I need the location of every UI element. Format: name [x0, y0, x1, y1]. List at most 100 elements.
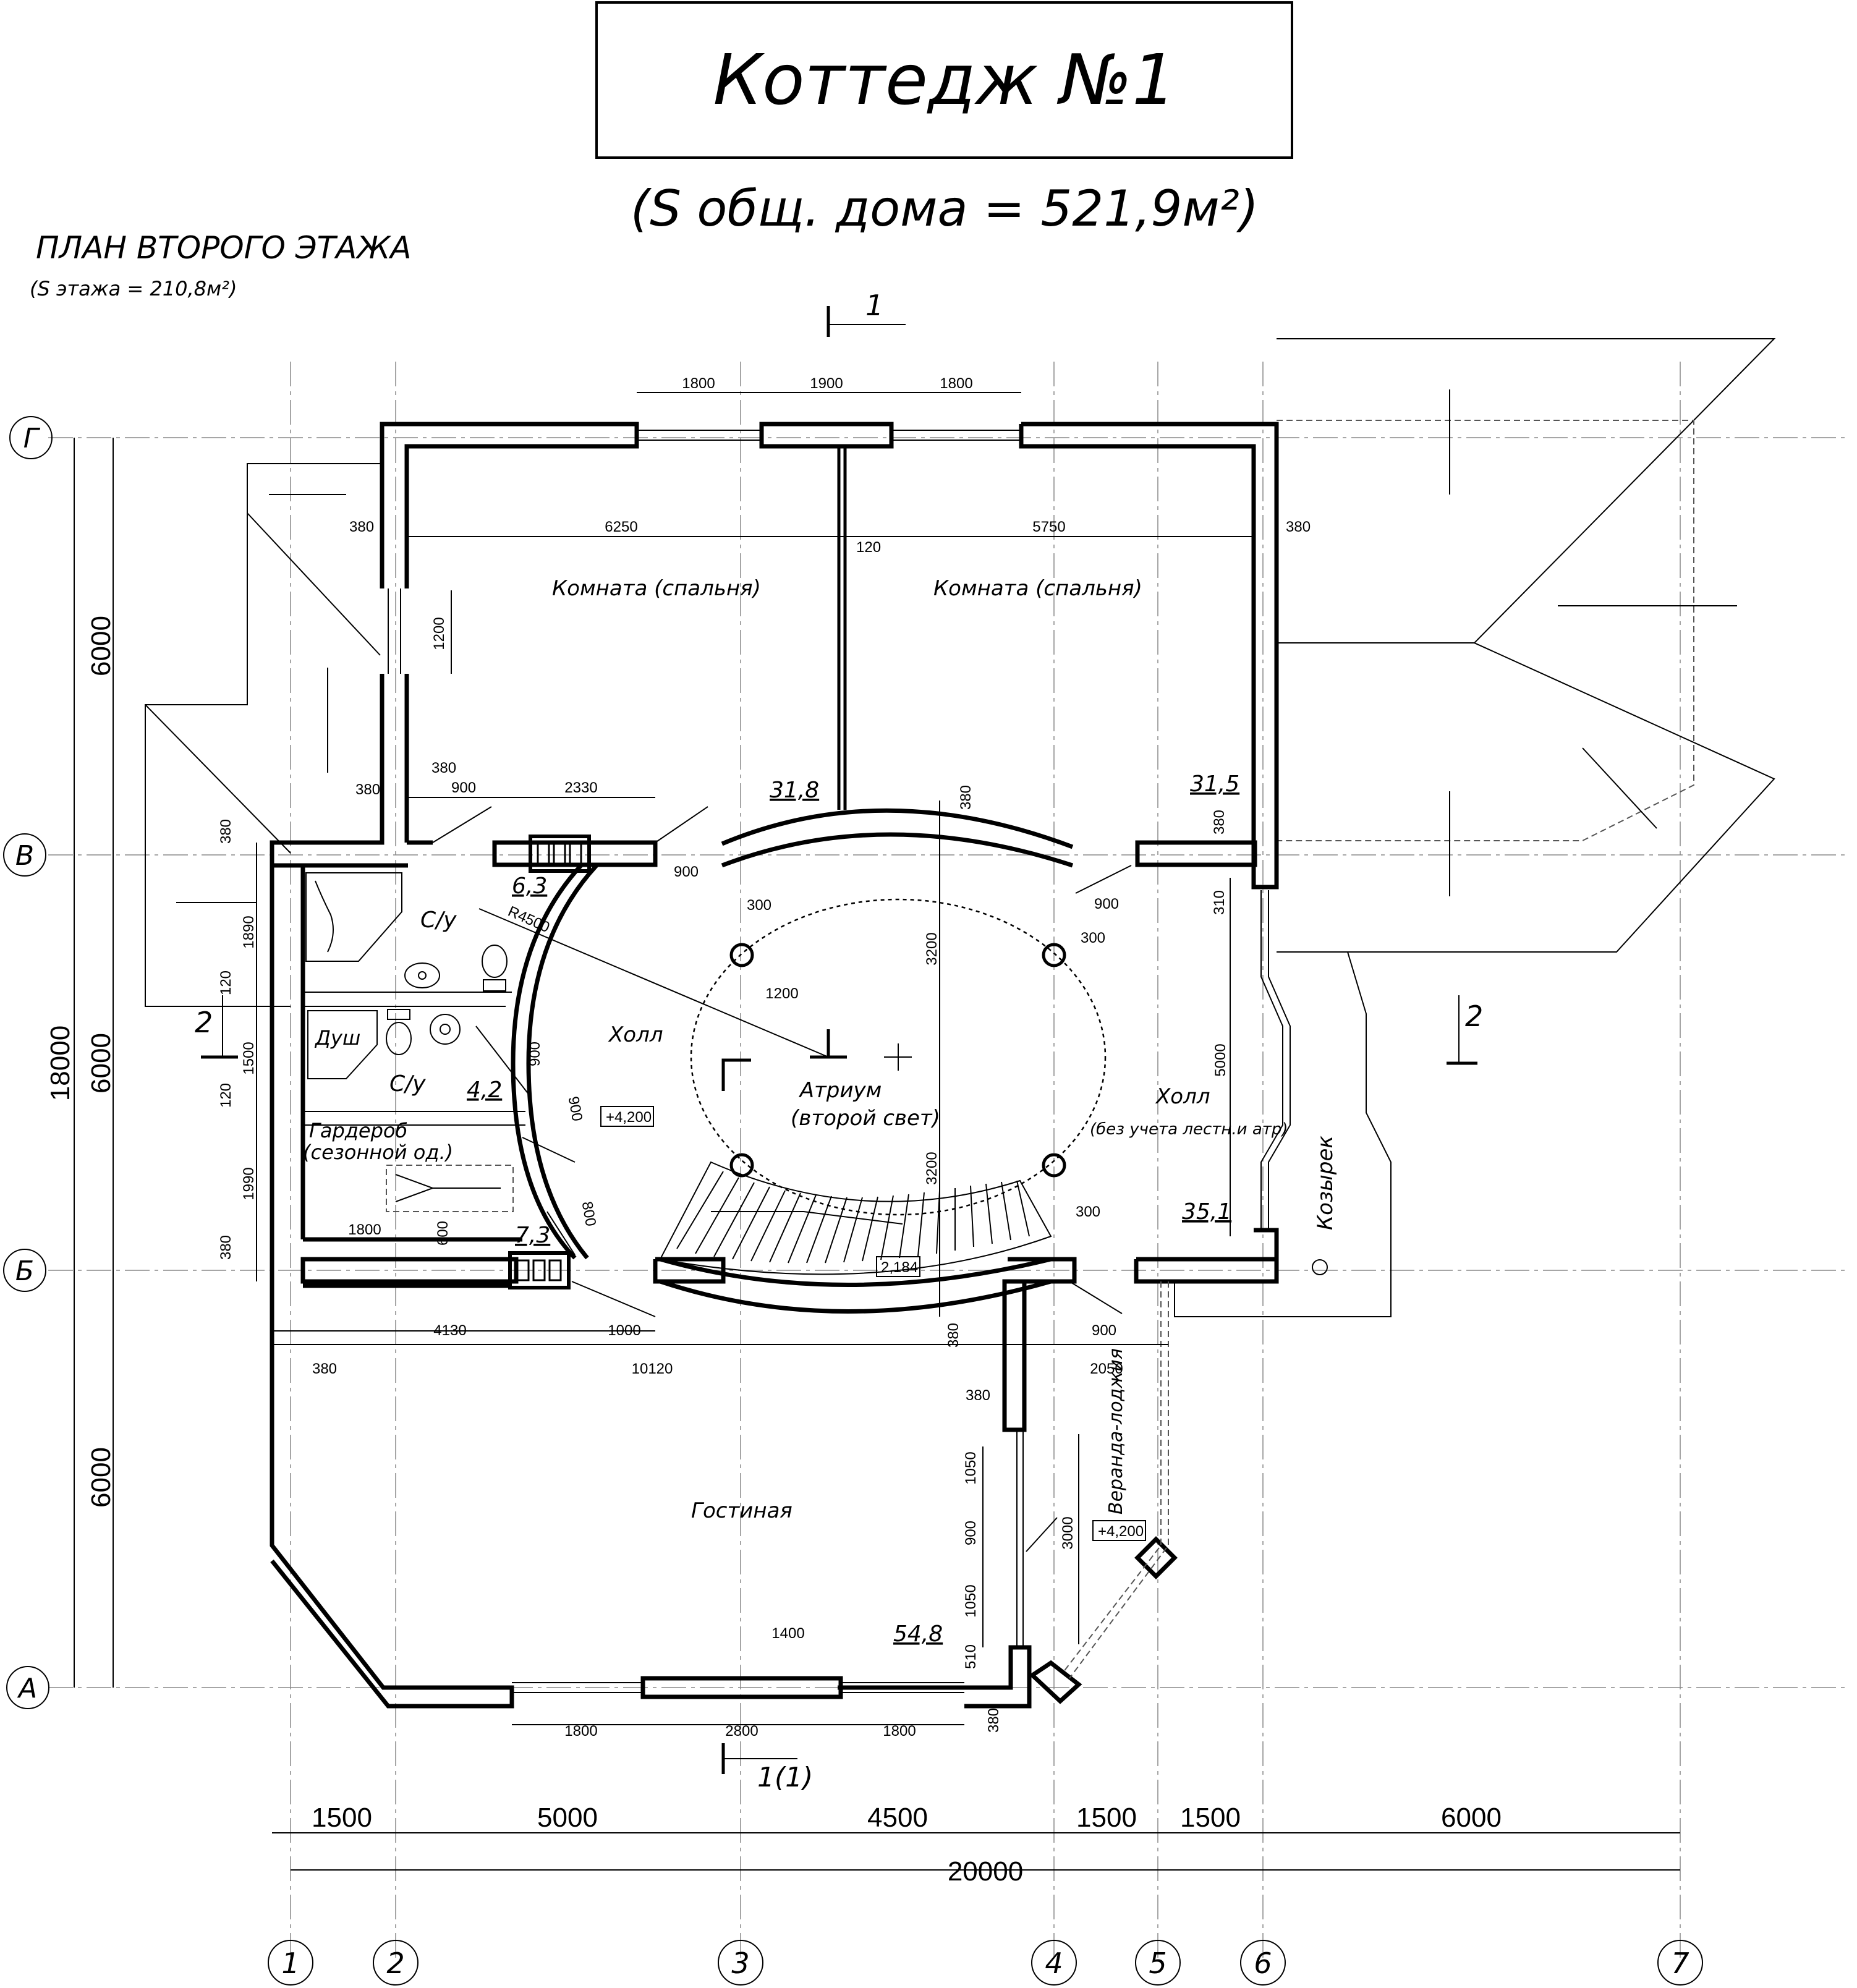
inner-dimensions: 1800 1900 1800 6250 5750 120 380 380 120…: [218, 375, 1311, 1740]
dim-span-1500-c: 1500: [1180, 1803, 1241, 1833]
bedroom-right-area: 31,5: [1190, 771, 1239, 797]
walls: [270, 422, 1279, 1709]
dim-wall-380-right: 380: [1211, 810, 1228, 835]
curved-wall: [511, 864, 598, 1260]
axis-label-6: 6: [1254, 1947, 1272, 1980]
dim-door-left-wall2: 380: [431, 760, 456, 776]
atrium-label-1: Атриум: [799, 1078, 882, 1103]
left-dimensions: 6000 6000 6000 18000: [45, 616, 116, 1508]
dim-v1890: 1890: [240, 915, 257, 948]
dim-span-1500-b: 1500: [1076, 1803, 1137, 1833]
dim-door-900-c: 900: [1092, 1322, 1116, 1339]
dim-b1800-b: 1800: [883, 1723, 916, 1740]
canopy-outline: Козырек: [1174, 951, 1392, 1317]
bath1-area: 6,3: [512, 873, 547, 899]
dim-top-window-left: 1800: [682, 375, 715, 392]
axis-bubble-G: [9, 416, 53, 459]
dim-span-10120: 10120: [632, 1361, 673, 1377]
dim-left-6000-c: 6000: [86, 1447, 116, 1508]
dim-v1050-b: 1050: [962, 1584, 979, 1617]
section-mark-top-label: 1: [865, 289, 883, 322]
dim-span-4130: 4130: [433, 1322, 466, 1339]
veranda-label: Веранда-лоджия: [1105, 1348, 1127, 1514]
dim-wall-right: 380: [1286, 519, 1311, 535]
section-mark-bottom-label: 1(1): [757, 1762, 813, 1793]
column-axis-bubbles: 1 2 3 4 5 6 7: [268, 1940, 1703, 1986]
living-label: Гостиная: [691, 1498, 793, 1523]
dim-radius: R4500: [506, 903, 553, 936]
dim-v120-a: 120: [218, 971, 234, 995]
row-axis-bubbles: Г В Б А: [3, 416, 53, 1709]
atrium-bottom-arc: [659, 1257, 1052, 1314]
dim-span-2050: 2050: [1090, 1361, 1123, 1377]
dim-span-380-c: 380: [312, 1361, 337, 1377]
dim-span-1500-a: 1500: [312, 1803, 372, 1833]
dim-atrium-half-bottom: 3200: [924, 1152, 940, 1184]
vent-block-top: [529, 835, 591, 873]
wardrobe-label-2: (сезонной од.): [303, 1141, 453, 1164]
level-stair-frame: [876, 1256, 920, 1277]
axis-label-3: 3: [731, 1947, 749, 1980]
dim-v380-a: 380: [218, 819, 234, 844]
dim-span-5000: 5000: [537, 1803, 598, 1833]
axis-bubble-5: [1135, 1940, 1181, 1986]
axis-label-G: Г: [23, 423, 41, 454]
dim-v120-b: 120: [218, 1083, 234, 1108]
axis-label-B: Б: [15, 1255, 34, 1287]
staircase: [659, 1161, 1052, 1275]
dim-door-right-top: 900: [1094, 896, 1119, 912]
dim-b1800-a: 1800: [564, 1723, 597, 1740]
axis-label-1: 1: [281, 1947, 299, 1980]
dim-offset-310: 310: [1211, 890, 1228, 915]
axis-bubble-V: [3, 833, 46, 877]
dim-bedroom-right-width: 5750: [1032, 519, 1065, 535]
atrium-top-arc: [721, 808, 1074, 868]
level-stair: 2,184: [881, 1259, 918, 1276]
dim-window-side: 1200: [431, 617, 448, 650]
axis-label-A: А: [17, 1673, 37, 1704]
bedroom-left-label: Комната (спальня): [552, 576, 761, 601]
dim-door-left-wall: 380: [355, 781, 380, 798]
axis-label-4: 4: [1045, 1947, 1063, 1980]
bedroom-right-label: Комната (спальня): [933, 576, 1142, 601]
veranda-railing: [1063, 1281, 1169, 1679]
section-mark-right: 2: [1447, 995, 1483, 1065]
living-area: 54,8: [893, 1621, 943, 1647]
axis-label-V: В: [15, 840, 34, 872]
dim-b2800: 2800: [725, 1723, 758, 1740]
doors: [432, 806, 1132, 1552]
dim-b380: 380: [985, 1708, 1002, 1733]
roof-right: [1277, 338, 1776, 953]
dim-bedroom-left-width: 6250: [605, 519, 637, 535]
dim-wall-left: 380: [349, 519, 374, 535]
dim-left-6000-a: 6000: [86, 616, 116, 676]
dim-v1990: 1990: [240, 1167, 257, 1200]
bedroom-partition: [837, 446, 847, 810]
dim-wall-380-e: 380: [966, 1387, 990, 1404]
dim-v1050-a: 1050: [962, 1451, 979, 1484]
shower-icon: [307, 1010, 378, 1079]
level-veranda-frame: [1092, 1520, 1146, 1541]
axis-label-2: 2: [386, 1947, 404, 1980]
bottom-dimensions: 1500 5000 4500 1500 1500 6000 20000: [312, 1803, 1502, 1887]
dim-span-600: 600: [435, 1221, 451, 1246]
vent-block-bottom: [508, 1251, 571, 1289]
dim-wall-380-d: 380: [945, 1323, 962, 1348]
section-mark-left: 2: [195, 995, 238, 1059]
dim-top-window-right: 1800: [940, 375, 972, 392]
dim-span-1000: 1000: [608, 1322, 640, 1339]
axis-label-7: 7: [1671, 1947, 1689, 1980]
axis-bubble-7: [1657, 1940, 1703, 1986]
wardrobe-label-1: Гардероб: [309, 1119, 407, 1142]
hall-right-label-2: (без учета лестн.и атр): [1090, 1120, 1288, 1139]
axis-bubble-1: [268, 1940, 313, 1986]
dim-total-20000: 20000: [948, 1856, 1023, 1887]
plan-title: ПЛАН ВТОРОГО ЭТАЖА: [36, 230, 411, 266]
atrium-columns: [729, 943, 1066, 1178]
atrium-opening: [690, 898, 1107, 1216]
toilet2-icon: [386, 1009, 412, 1055]
section-mark-bottom: 1(1): [721, 1743, 813, 1793]
drain-icon: [1312, 1259, 1328, 1275]
dim-span-4500: 4500: [867, 1803, 928, 1833]
